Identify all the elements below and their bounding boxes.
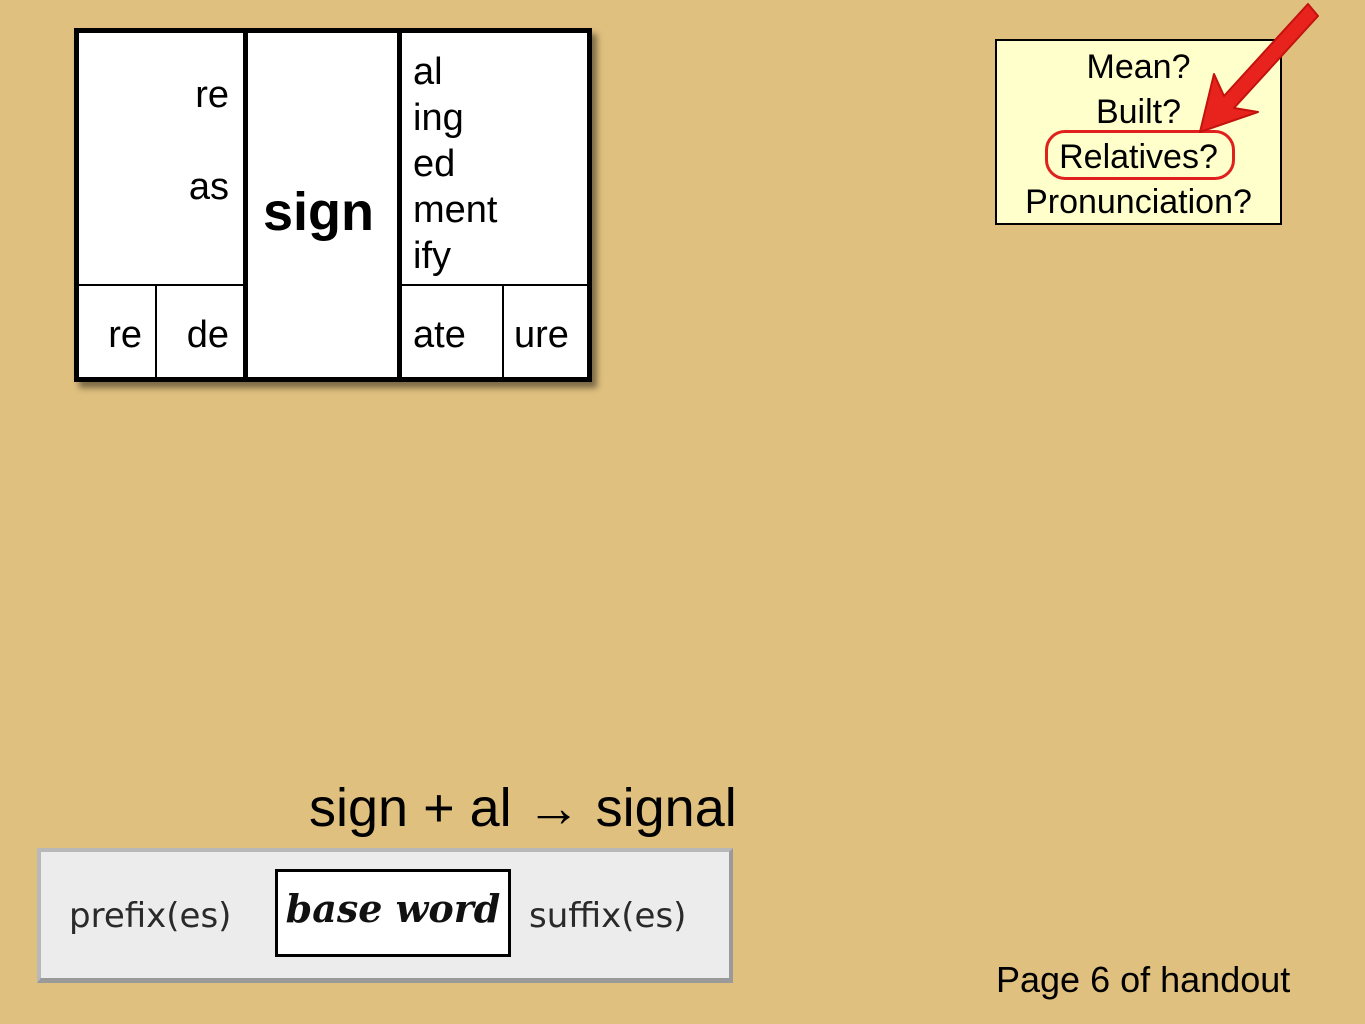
word-matrix: re as sign al ing ed ment ify re de ate … [74,28,592,382]
legend-prefix-label: prefix(es) [69,896,232,936]
matrix-divider-base-right [397,33,402,377]
question-mean: Mean? [1086,48,1191,86]
legend-base-box: base word [275,869,511,957]
morpheme-legend: prefix(es) base word suffix(es) [37,848,733,983]
matrix-prefix-as: as [188,166,229,208]
matrix-suffix-ify: ify [413,235,451,277]
matrix-suffix-ure: ure [514,314,569,356]
question-pronunciation: Pronunciation? [1025,183,1252,221]
matrix-base-word: sign [263,182,375,242]
page-reference: Page 6 of handout [996,959,1291,1000]
matrix-divider-prefix-cells [155,285,157,377]
matrix-prefix-re: re [195,74,229,116]
matrix-prefix-re-bottom: re [108,314,142,356]
question-relatives: Relatives? [1059,138,1218,176]
word-sum-equation: sign + al → signal [309,778,737,838]
matrix-suffix-al: al [413,51,443,93]
matrix-suffix-ate: ate [413,314,466,356]
matrix-suffix-ment: ment [413,189,498,231]
matrix-suffix-ed: ed [413,143,456,185]
relatives-highlight-ring [1045,130,1235,180]
matrix-divider-suffix-cells [502,285,504,377]
matrix-divider-base-left [243,33,248,377]
matrix-divider-suffix-row [402,284,587,286]
pointer-arrow-icon [1199,3,1319,133]
legend-suffix-label: suffix(es) [529,896,687,936]
question-built: Built? [1095,93,1182,131]
matrix-divider-prefix-row [79,284,243,286]
matrix-suffix-ing: ing [413,97,464,139]
legend-base-label: base word [285,886,501,931]
questions-box: Mean? Built? Relatives? Pronunciation? [995,39,1282,225]
matrix-prefix-de: de [186,314,229,356]
